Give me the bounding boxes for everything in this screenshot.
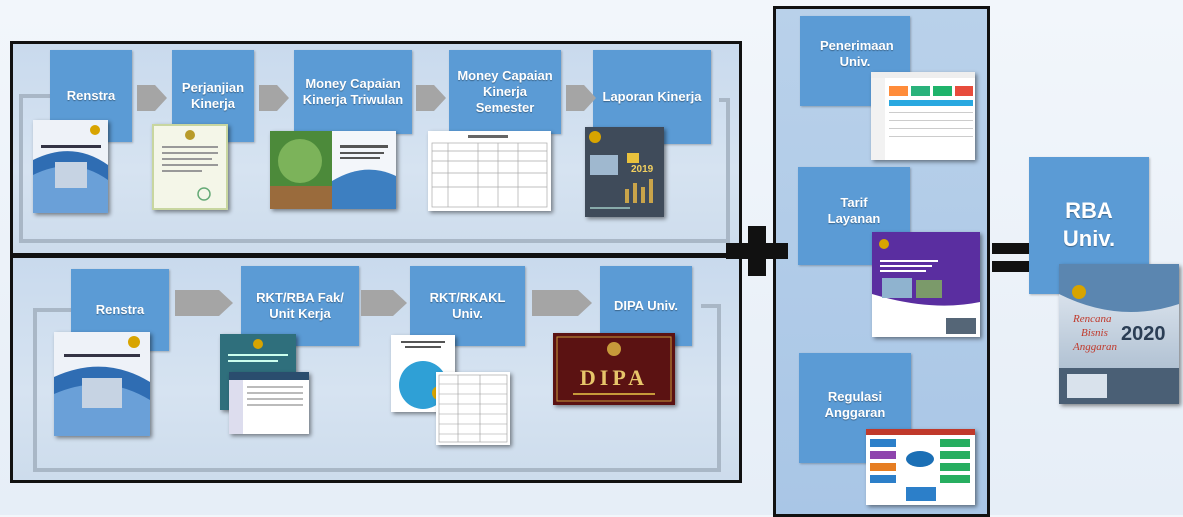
arrow-right-icon	[259, 85, 289, 111]
arrow-right-icon	[137, 85, 167, 111]
lakip-year: 2019	[631, 164, 654, 175]
rkt-rba-screen-thumbnail	[229, 372, 309, 434]
step-money-semester: Money Capaian Kinerja Semester	[449, 50, 561, 134]
rkt-rkakl-table-thumbnail	[436, 372, 510, 445]
renstra-cover-thumbnail	[54, 332, 150, 436]
rba-line1: Rencana	[1072, 313, 1112, 325]
regulasi-flowchart-thumbnail	[866, 429, 975, 505]
renstra-cover-thumbnail	[33, 120, 108, 213]
rba-line2: Bisnis	[1081, 327, 1108, 339]
step-money-triwulan: Money Capaian Kinerja Triwulan	[294, 50, 412, 134]
penerimaan-dashboard-thumbnail	[871, 72, 975, 160]
arrow-right-icon	[566, 85, 596, 111]
rba-year: 2020	[1121, 323, 1166, 345]
step-rkt-rkakl: RKT/RKAKL Univ.	[410, 266, 525, 346]
arrow-right-icon	[361, 290, 407, 316]
dipa-title: DIPA	[580, 365, 648, 390]
arrow-right-icon	[532, 290, 592, 316]
step-dipa: DIPA Univ.	[600, 266, 692, 346]
plus-sign-icon	[726, 226, 788, 276]
rba-line3: Anggaran	[1072, 341, 1118, 353]
equals-sign-icon	[992, 243, 1054, 272]
tarif-layanan-cover-thumbnail	[872, 232, 980, 337]
money-triwulan-thumbnail	[270, 131, 396, 209]
step-rkt-rba-fak: RKT/RBA Fak/ Unit Kerja	[241, 266, 359, 346]
arrow-right-icon	[175, 290, 233, 316]
lakip-cover-thumbnail: 2019	[585, 127, 664, 217]
perjanjian-kinerja-thumbnail	[152, 124, 228, 210]
dipa-cover-thumbnail: DIPA	[553, 333, 675, 405]
arrow-right-icon	[416, 85, 446, 111]
money-semester-thumbnail	[428, 131, 551, 211]
